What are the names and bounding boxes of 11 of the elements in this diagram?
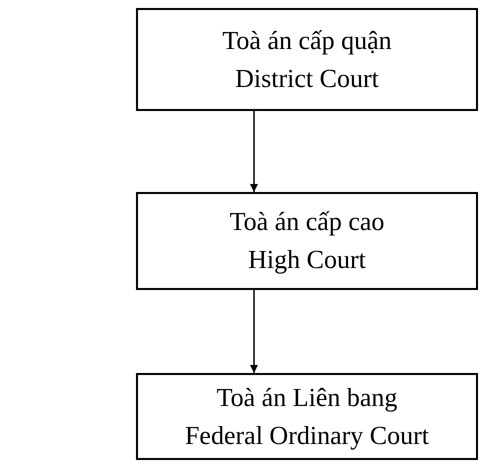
- process-box: [136, 192, 478, 290]
- box-text: Federal Ordinary Court: [184, 420, 430, 452]
- box-text: Toà án Liên bang: [216, 382, 398, 414]
- arrow: [250, 290, 258, 373]
- arrow: [250, 111, 258, 192]
- process-box: [136, 8, 478, 111]
- box-text: High Court: [248, 244, 366, 276]
- process-box: [136, 373, 478, 460]
- box-text: Toà án cấp quận: [222, 24, 392, 56]
- box-text: Toà án cấp cao: [230, 206, 384, 238]
- box-text: District Court: [235, 62, 379, 94]
